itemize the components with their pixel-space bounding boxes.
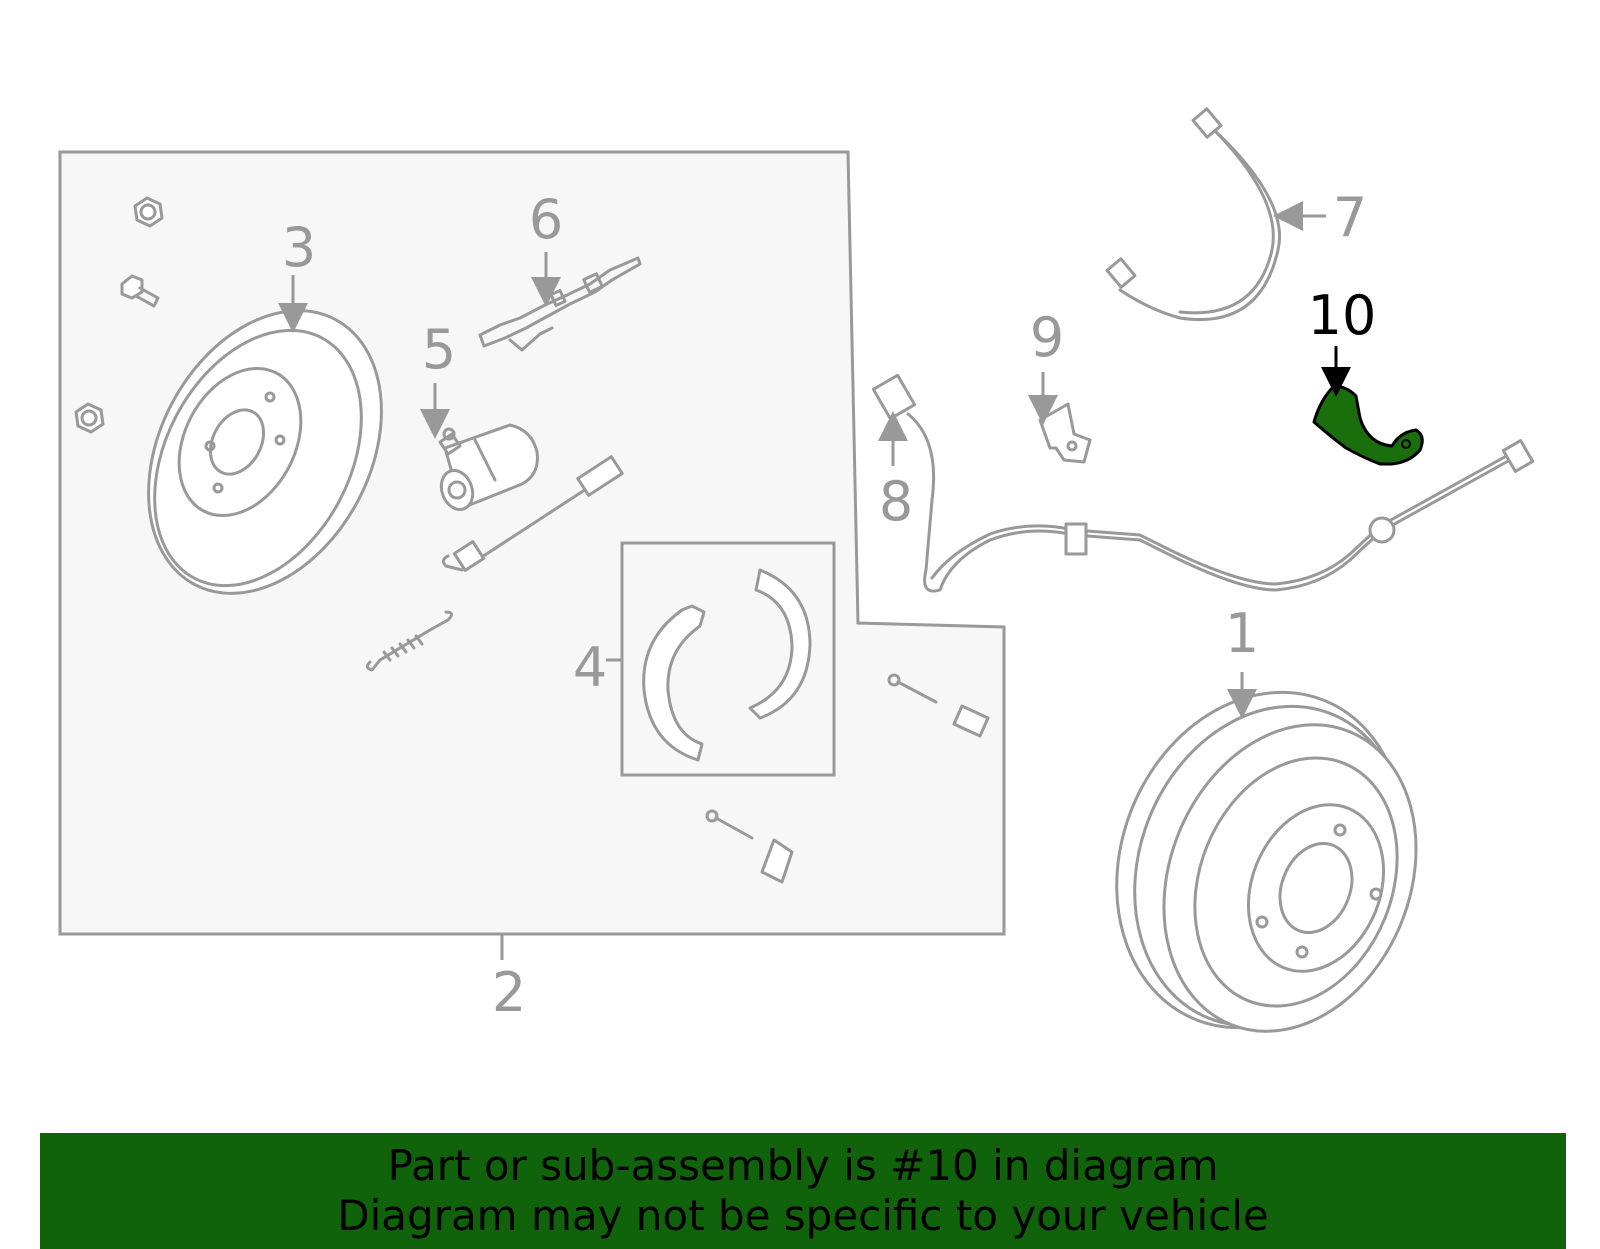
callout-2: 2	[492, 961, 526, 1024]
info-banner: Part or sub-assembly is #10 in diagram D…	[40, 1133, 1566, 1249]
hub-nut-bottom	[74, 402, 105, 434]
callout-9: 9	[1030, 306, 1064, 369]
abs-sensor-wire-part-8	[871, 373, 1535, 593]
adjuster-spring	[365, 610, 453, 672]
bracket-part-9	[1038, 402, 1092, 464]
sensor-bracket-part-10	[1312, 384, 1424, 466]
banner-line-1: Part or sub-assembly is #10 in diagram	[387, 1141, 1219, 1190]
hold-down-pin-lower	[705, 809, 794, 884]
callout-10: 10	[1308, 284, 1377, 347]
callout-5: 5	[422, 318, 456, 381]
callout-3: 3	[282, 216, 316, 279]
brake-shoe-left	[642, 604, 706, 762]
callout-4: 4	[573, 636, 607, 699]
callout-7: 7	[1333, 186, 1367, 249]
callout-6: 6	[529, 188, 563, 251]
brake-shoe-right	[748, 568, 812, 720]
callout-1: 1	[1225, 602, 1259, 665]
brake-drum-part-3	[147, 309, 383, 595]
banner-line-2: Diagram may not be specific to your vehi…	[337, 1191, 1269, 1240]
brake-drum-part-1	[1115, 690, 1418, 1033]
brake-hose-part-7	[1105, 107, 1282, 322]
return-spring	[441, 455, 624, 572]
hold-down-pin-upper	[887, 673, 990, 738]
hub-bolt	[120, 274, 160, 308]
callout-8: 8	[879, 470, 913, 533]
hub-nut-top	[133, 196, 164, 228]
